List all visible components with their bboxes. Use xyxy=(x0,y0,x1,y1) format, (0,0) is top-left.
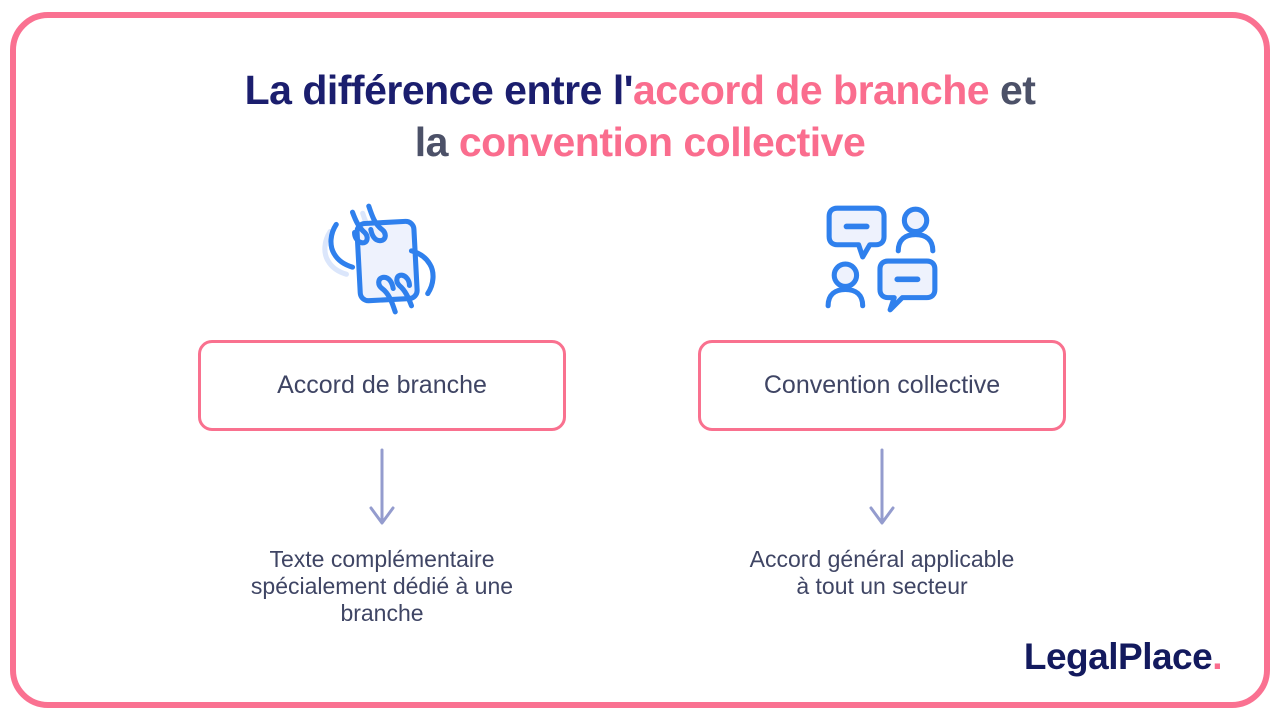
convention-collective-box: Convention collective xyxy=(698,340,1066,431)
document-in-hands-icon xyxy=(321,198,443,320)
accord-de-branche-column: Accord de branche Texte complémentaire s… xyxy=(198,0,566,720)
convention-collective-description: Accord général applicable à tout un sect… xyxy=(749,546,1015,599)
conversation-icon xyxy=(821,198,943,320)
legalplace-logo-dot: . xyxy=(1212,636,1222,677)
title-pink-segment-1: accord de branche xyxy=(632,67,990,113)
page-title: La différence entre l'accord de branche … xyxy=(0,64,1280,168)
legalplace-logo: LegalPlace. xyxy=(1023,636,1223,678)
title-navy-segment: La différence entre l' xyxy=(244,67,634,113)
down-arrow-icon xyxy=(867,448,897,528)
title-slate-segment-1: et xyxy=(989,67,1036,113)
down-arrow-icon xyxy=(367,448,397,528)
legalplace-logo-text: LegalPlace xyxy=(1023,636,1213,677)
title-pink-segment-2: convention collective xyxy=(458,119,866,165)
title-slate-segment-2: la xyxy=(414,119,459,165)
convention-collective-box-label: Convention collective xyxy=(763,371,1001,399)
accord-de-branche-box: Accord de branche xyxy=(198,340,566,431)
title-line-1: La différence entre l'accord de branche … xyxy=(0,64,1280,116)
convention-collective-column: Convention collective Accord général app… xyxy=(698,0,1066,720)
title-line-2: la convention collective xyxy=(0,116,1280,168)
accord-de-branche-box-label: Accord de branche xyxy=(277,371,487,399)
accord-de-branche-description: Texte complémentaire spécialement dédié … xyxy=(250,546,514,626)
